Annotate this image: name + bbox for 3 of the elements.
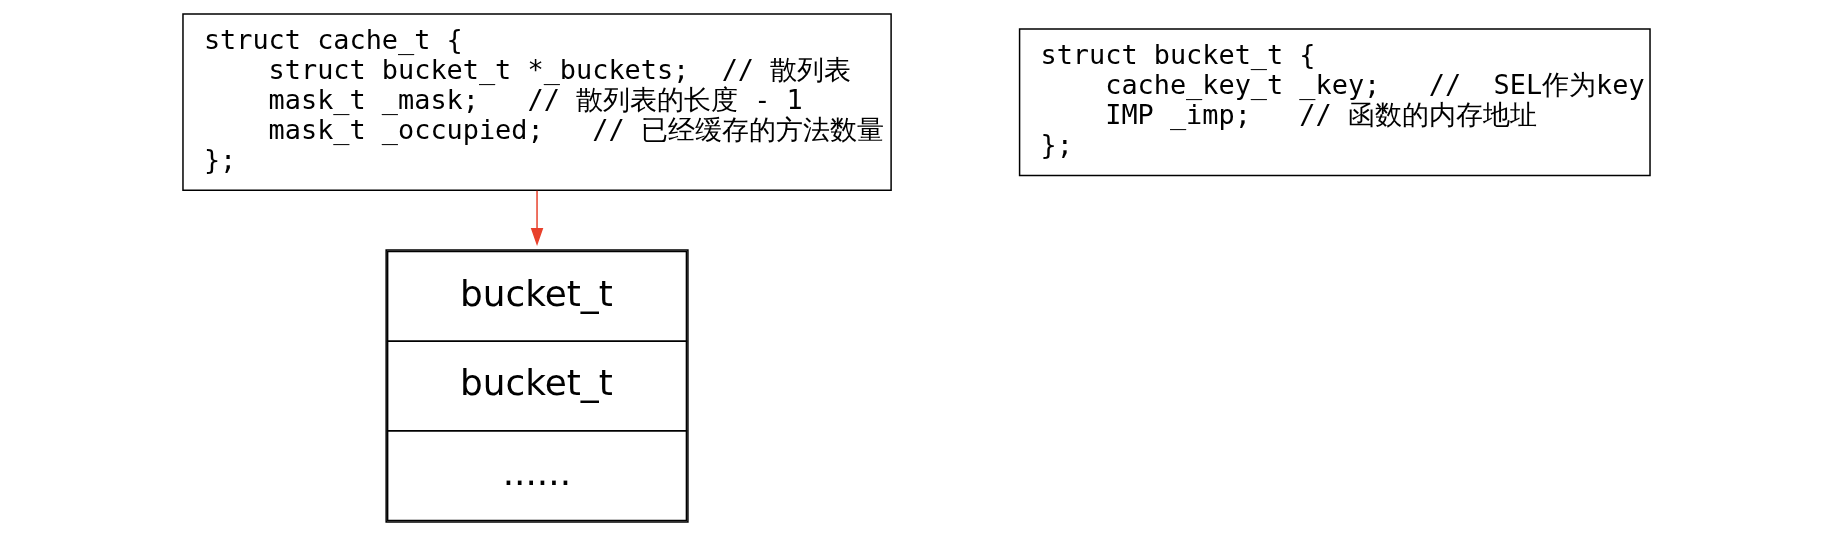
arrow: [530, 189, 543, 247]
node-box: struct bucket_t { cache_key_t _key; // SEL作为key IMP _imp; // 函数的内存地址 };: [1018, 28, 1651, 177]
node-box: struct cache_t { struct bucket_t *_buckets; // 散列表 mask_t _mask; // 散列表的长度 - 1 mask_t _occupied; // 已经缓存的方法数量 };: [181, 13, 892, 192]
